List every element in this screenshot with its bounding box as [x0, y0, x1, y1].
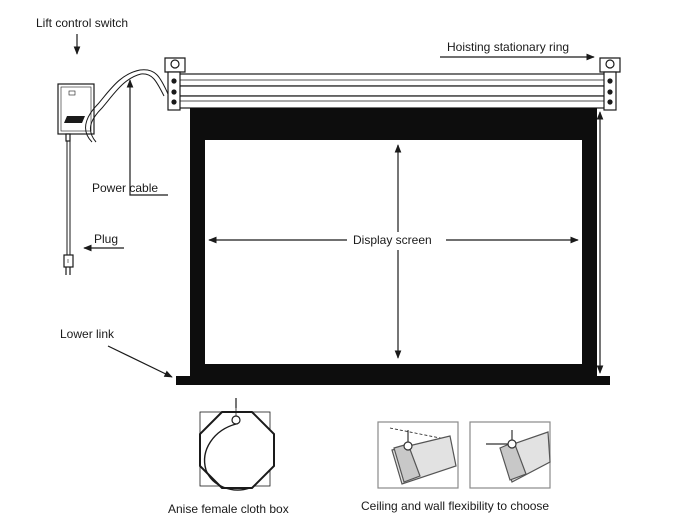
hoisting-stationary-ring-label: Hoisting stationary ring	[447, 40, 570, 54]
lift-control-switch-label: Lift control switch	[36, 16, 129, 30]
display-screen-arrows	[208, 144, 579, 359]
cloth-box-label: Anise female cloth box	[168, 502, 289, 516]
screen-frame	[176, 108, 610, 385]
cloth-box-octagon	[199, 398, 275, 491]
display-screen-label: Display screen	[353, 233, 432, 247]
plug-label: Plug	[94, 232, 119, 246]
hoisting-ring-right	[599, 57, 621, 111]
wall-mount-inset	[469, 421, 551, 489]
power-cable	[85, 69, 169, 143]
plug-cord	[63, 141, 74, 275]
lift-control-switch-box	[57, 83, 95, 142]
power-cable-label: Power cable	[92, 181, 159, 195]
lower-link-label: Lower link	[60, 327, 115, 341]
roller-housing	[171, 73, 611, 109]
ceiling-mount-inset	[377, 421, 459, 489]
ceiling-wall-label: Ceiling and wall flexibility to choose	[361, 499, 550, 513]
power-cable-pointer	[126, 79, 168, 196]
hoisting-ring-left	[164, 57, 186, 111]
lower-link-pointer	[107, 345, 173, 378]
